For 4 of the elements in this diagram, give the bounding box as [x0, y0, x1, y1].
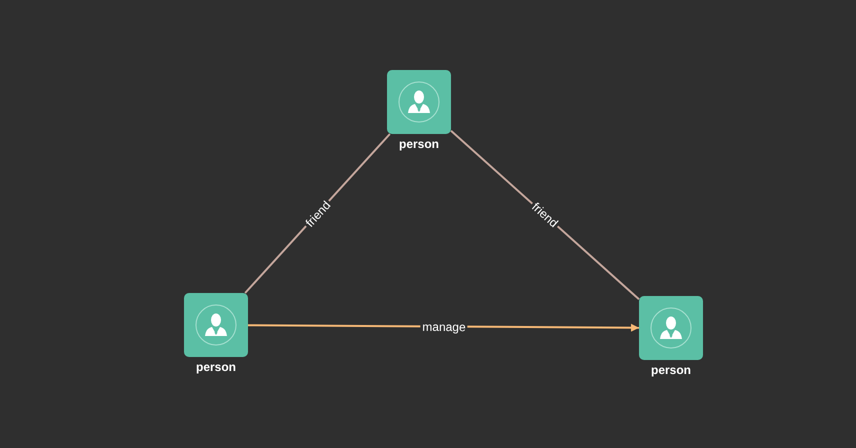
- node-label: person: [196, 360, 236, 374]
- arrow: [248, 324, 639, 332]
- node-label: person: [398, 137, 439, 151]
- node-label: person: [650, 363, 691, 377]
